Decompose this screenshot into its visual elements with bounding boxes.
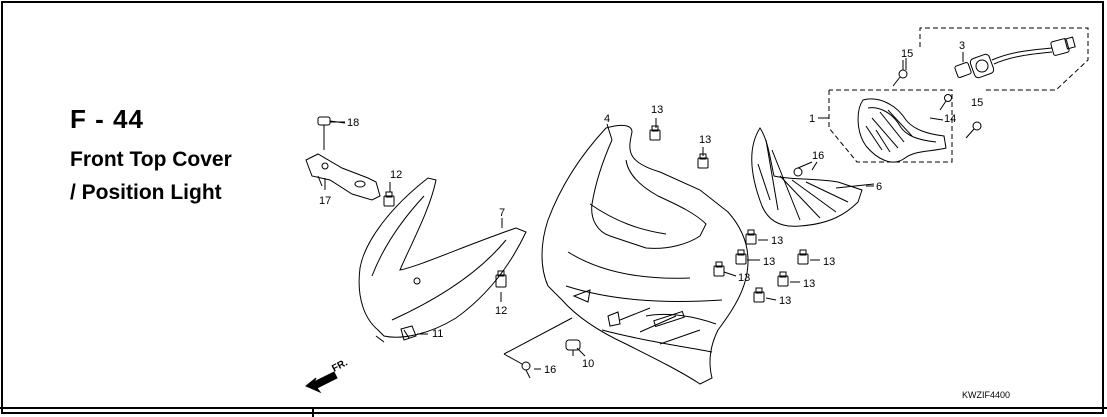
callout-4: 4 (604, 113, 610, 125)
screw-16-upper (793, 161, 813, 177)
screw-15-right (965, 121, 982, 139)
light-housing (751, 127, 875, 227)
bulb-socket-part (954, 36, 1076, 79)
callout-11: 11 (432, 328, 443, 340)
callout-13-h: 13 (779, 295, 791, 307)
screw-15-upper (892, 60, 908, 87)
clip-13-b (697, 153, 709, 169)
bottom-divider (312, 407, 314, 417)
callout-15-right: 15 (971, 97, 983, 109)
callout-13-g: 13 (803, 278, 815, 290)
callout-16-lower: 16 (544, 364, 556, 376)
callout-13-d: 13 (763, 256, 775, 268)
bottom-rule (0, 407, 1107, 409)
callout-10: 10 (582, 358, 594, 370)
screw-16-lower (521, 361, 531, 379)
callout-13-b: 13 (699, 134, 711, 146)
bolt-10 (565, 339, 581, 356)
callout-6: 6 (876, 181, 882, 193)
callout-16-upper: 16 (812, 150, 824, 162)
clip-11 (400, 325, 417, 341)
callout-12-lower: 12 (495, 305, 507, 317)
drawing-code: KWZIF4400 (962, 390, 1010, 400)
callout-15-upper: 15 (901, 48, 913, 60)
assembly-box-light (919, 27, 1089, 91)
assembly-box-1 (828, 89, 953, 163)
callout-13-c: 13 (771, 235, 783, 247)
clip-13-a (649, 125, 661, 141)
clip-13-h (753, 287, 765, 303)
callout-7: 7 (499, 207, 505, 219)
callout-1: 1 (809, 113, 815, 125)
callout-13-f: 13 (823, 256, 835, 268)
callout-12-upper: 12 (390, 169, 402, 181)
page-title-line-2: / Position Light (70, 181, 222, 204)
clip-13-f (797, 249, 809, 265)
direction-label: FR. (330, 357, 350, 374)
clip-13-g (777, 271, 789, 287)
arrow-icon (305, 371, 338, 394)
callout-13-a: 13 (651, 104, 663, 116)
callout-18: 18 (347, 117, 359, 129)
clip-13-c (745, 229, 757, 245)
front-direction-arrow: FR. (305, 357, 350, 394)
callout-3: 3 (959, 40, 965, 52)
front-top-cover-4 (541, 124, 749, 385)
clip-12-upper (383, 191, 395, 207)
clip-13-d (735, 249, 747, 265)
page-title-line-1: Front Top Cover (70, 148, 232, 171)
clip-13-e (713, 261, 725, 277)
callout-14: 14 (944, 113, 956, 125)
page-code: F - 44 (70, 104, 144, 134)
screw-14 (939, 94, 952, 111)
callout-13-e: 13 (738, 272, 750, 284)
bracket-17 (305, 153, 381, 201)
position-light-lens (857, 98, 947, 163)
callout-17: 17 (319, 195, 331, 207)
side-cover-7 (358, 177, 527, 343)
